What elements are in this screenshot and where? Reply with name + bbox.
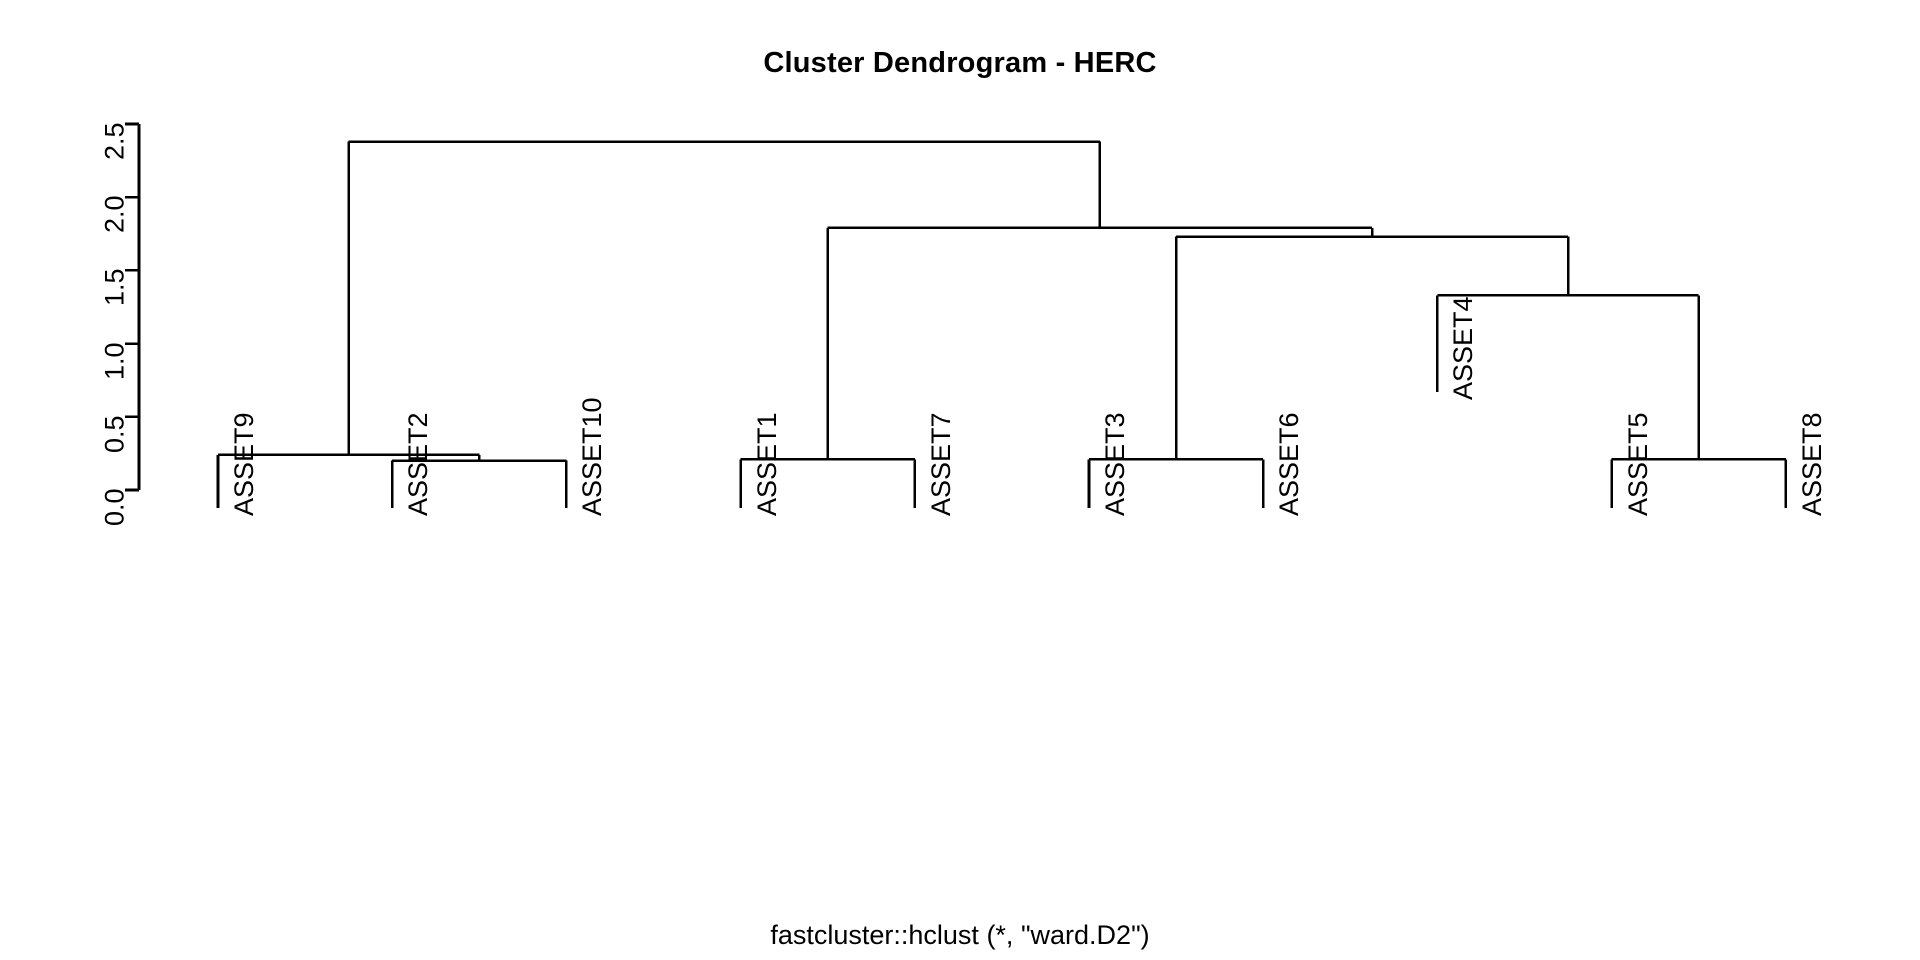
- leaf-label-asset2: ASSET2: [403, 412, 434, 516]
- leaf-label-asset5: ASSET5: [1622, 412, 1653, 516]
- dendrogram-tree: [216, 140, 1788, 508]
- leaf-label-asset4: ASSET4: [1448, 296, 1479, 400]
- page-title: Cluster Dendrogram - HERC: [763, 47, 1157, 79]
- leaf-label-asset7: ASSET7: [925, 412, 956, 516]
- y-axis-tick-label: 2.5: [99, 122, 130, 161]
- leaf-label-asset8: ASSET8: [1796, 412, 1827, 516]
- leaf-label-asset6: ASSET6: [1274, 412, 1305, 516]
- y-axis: [125, 122, 141, 492]
- leaf-label-asset10: ASSET10: [577, 397, 608, 516]
- leaf-label-asset9: ASSET9: [229, 412, 259, 516]
- leaf-label-asset1: ASSET1: [751, 412, 782, 516]
- leaf-label-asset3: ASSET3: [1100, 412, 1130, 516]
- plot-subtitle: fastcluster::hclust (*, "ward.D2"): [770, 920, 1150, 950]
